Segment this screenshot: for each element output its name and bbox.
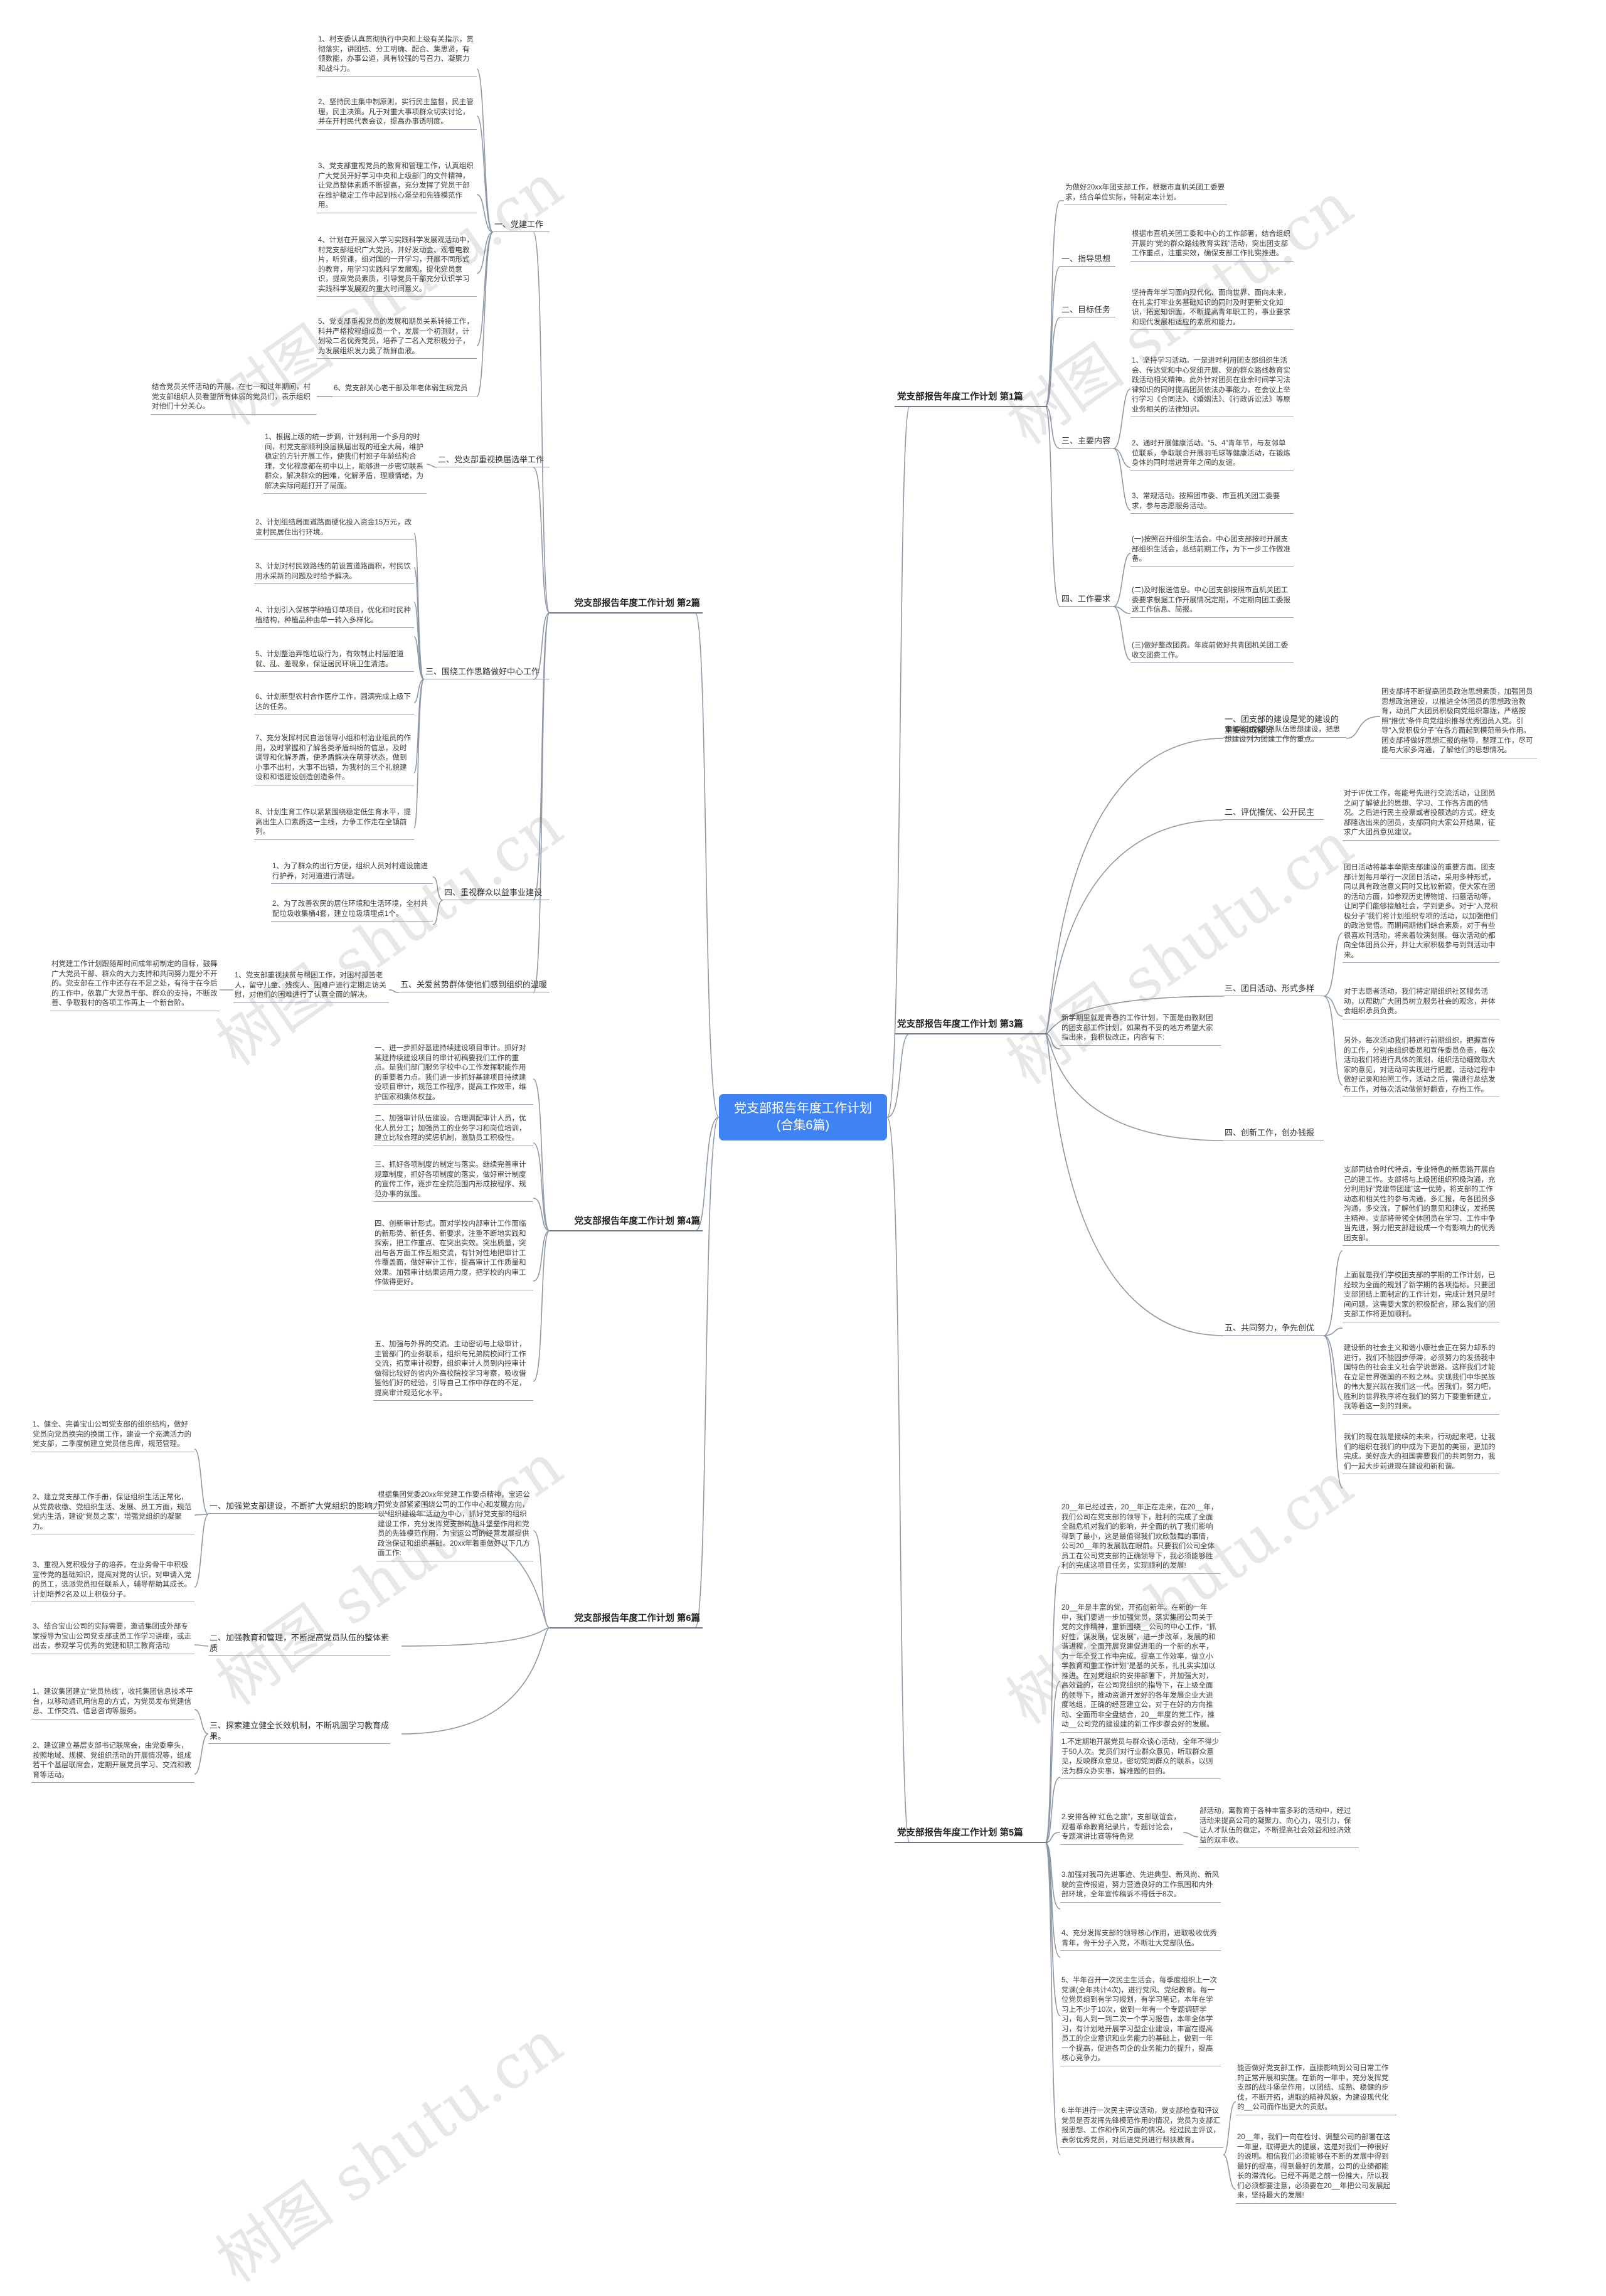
p2-s2-text: 1、根据上级的统一步调，计划利用一个多月的时间，村党支部顺利换届换届出现的班全大… <box>263 433 427 494</box>
p6-intro: 根据集团党委20xx年党建工作要点精神，宝运公司党支部紧紧围绕公司的工作中心和发… <box>376 1491 533 1561</box>
p3-s1-text: 团支部将不断提高团员政治思想素质，加强团员思想政治建设，以推进全体团员的思想政治… <box>1380 688 1537 758</box>
p3-s3-item-2: 对于志愿者活动，我们将定期组织社区服务活动，以帮助广大团员树立服务社会的观念，并… <box>1343 987 1499 1019</box>
p3-s5-item-2: 上面就是我们学校团支部的学期的工作计划，已经较为全面的规划了新学期的各项指标。只… <box>1343 1271 1499 1322</box>
topic-part-1[interactable]: 党支部报告年度工作计划 第1篇 <box>895 391 1048 407</box>
p1-main-item-3: 3、常规活动。按照团市委、市直机关团工委要求，参与志愿服务活动。 <box>1130 492 1294 514</box>
topic-part-3[interactable]: 党支部报告年度工作计划 第3篇 <box>895 1019 1048 1034</box>
p6-s2-text: 3、结合宝山公司的实际需要，邀请集团或外部专家授导为宝山公司党支部或员工作学习讲… <box>31 1622 194 1654</box>
p1-goal-text: 坚持青年学习面向现代化、面向世界、面向未来，在扎实打牢业务基础知识的同时及时更新… <box>1130 289 1294 330</box>
p1-intro: 为做好20xx年团支部工作，根据市直机关团工委要求，结合单位实际，特制定本计划。 <box>1064 183 1227 205</box>
topic-part-2[interactable]: 党支部报告年度工作计划 第2篇 <box>550 598 703 614</box>
p2-s4-label[interactable]: 四、重视群众以益事业建设 <box>443 887 550 900</box>
p2-s5-text: 1、党支部重视扶贫与帮困工作，对困村孤苦老人，留守儿童、残疾人、困难户进行定期走… <box>233 971 389 1003</box>
p2-s1-item-3: 3、党支部重视党员的教育和管理工作，认真组织广大党员开好学习中央和上级部门的文件… <box>317 162 477 213</box>
p2-s1-item-2: 2、坚持民主集中制原则，实行民主监督，民主管理，民主决策。凡于对重大事项群众切实… <box>317 98 477 130</box>
p2-s3-item-5: 6、计划新型农村合作医疗工作，圆满完成上级下达的任务。 <box>254 693 414 715</box>
p4-item-3: 三、抓好各项制度的制定与落实。继续完善审计规章制度，抓好各项制度的落实，做好审计… <box>373 1161 533 1202</box>
p5-item-5: 3.加强对我司先进事迹、先进典型、新风尚、新风貌的宣传报道，努力营造良好的工作氛… <box>1060 1871 1221 1903</box>
p5-side-2: 部活动，寓教育于各种丰富多彩的活动中，经过活动来提高公司的凝聚力、向心力，吸引力… <box>1198 1807 1359 1848</box>
p5-item-3: 1.不定期地开展党员与群众谈心活动，全年不得少于50人次。党员们对行业群众意见，… <box>1060 1738 1221 1779</box>
p5-item-1: 20__年已经过去，20__年正在走来，在20__年，我们公司在党支部的领导下，… <box>1060 1503 1221 1574</box>
p5-item-4: 2.安排各种“红色之旅”，支部联谊会，观看革命教育纪录片，专题讨论会，专题演讲比… <box>1060 1813 1183 1845</box>
p1-main-item-2: 2、通时开展健康活动。“5、4”青年节，与友邻单位联系，争取联合开展羽毛球等健康… <box>1130 439 1294 471</box>
p6-s2-label[interactable]: 二、加强教育和管理，不断提高党员队伍的整体素质 <box>208 1632 390 1656</box>
p3-intro: 新学期里就是青春的工作计划，下面是由教财团的团支部工作计划，如果有不妥的地方希望… <box>1060 1014 1221 1046</box>
p2-s1-item-1: 1、村支委认真贯彻执行中央和上级有关指示，贯彻落实，讲团结、分工明确、配合、集思… <box>317 35 477 77</box>
p6-s1-item-2: 2、建立党支部工作手册，保证组织生活正常化，从党费收缴、党组织生活、发展、员工方… <box>31 1493 194 1534</box>
p6-s3-item-1: 1、建议集团建立“党员热线”，收托集团信息技术平台，以移动通讯用信息的方式，为党… <box>31 1687 194 1719</box>
p2-s2-label[interactable]: 二、党支部重视换届选举工作 <box>437 454 550 467</box>
p2-s1-item-5: 5、党支部重视党员的发展和期员关系转接工作，科并严格按程组成员一个，发展一个初测… <box>317 317 477 359</box>
p2-s3-item-1: 2、计划组结局面道路面硬化投入资金15万元，改变村民居住出行环境。 <box>254 518 414 540</box>
p2-s5-label[interactable]: 五、关爱贫势群体使他们感到组织的温暖 <box>399 979 550 992</box>
p6-s1-item-1: 1、健全、完善宝山公司党支部的组织结构，做好党员向党员换完的换届工作，建设一个充… <box>31 1420 194 1452</box>
p3-s5-item-4: 我们的现在就是接续的未来，行动起来吧，让我们的组织在我们的中成为下更加的美丽，更… <box>1343 1433 1499 1474</box>
p2-s1-side: 结合党员关怀活动的开展，在七一和过年期间，村党支部组织人员看望所有体弱的党员们，… <box>151 383 317 415</box>
p6-s3-label[interactable]: 三、探索建立健全长效机制，不断巩固学习教育成果。 <box>208 1720 390 1744</box>
p3-s3-label[interactable]: 三、团日活动、形式多样 <box>1223 983 1324 996</box>
p4-item-5: 五、加强与外界的交流。主动密切与上级审计，主管部门的业务联系，组织与兄弟院校间行… <box>373 1340 533 1401</box>
p4-item-4: 四、创新审计形式。面对学校内部审计工作面临的新形势、新任务、新要求，注重不断地实… <box>373 1220 533 1290</box>
p2-s3-item-3: 4、计划引入保核学种植订单项目，优化和时民种植结构，种植品种由单一转入多样化。 <box>254 606 414 628</box>
p3-s5-label[interactable]: 五、共同努力，争先创优 <box>1223 1322 1324 1336</box>
p1-main-label[interactable]: 三、主要内容 <box>1060 435 1115 449</box>
p3-s1-sub: 支部将加强团员队伍思想建设，把思想建设列为团建工作的重点。 <box>1225 726 1340 743</box>
p5-item-7: 5、半年召开一次民主生活会，每季度组织上一次党课(全年共计4次)，进行党风、党纪… <box>1060 1976 1221 2066</box>
p2-s4-item-1: 1、为了群众的出行方便，组织人员对村道设施进行护养，对河道进行清理。 <box>271 862 433 884</box>
p5-item-2: 20__年是丰富的党，开拓创新年。在新的一年中，我们要进一步加强党员，落实集团公… <box>1060 1603 1221 1733</box>
p4-item-1: 一、进一步抓好基建持续建设项目审计。抓好对某建持续建设项目的审计初稿要我们工作的… <box>373 1044 533 1105</box>
topic-part-4[interactable]: 党支部报告年度工作计划 第4篇 <box>550 1216 703 1231</box>
p2-s5-side: 村党建工作计划跟随帮时间成年初制定的目标，鼓舞广大党员干部、群众的大力支持和共同… <box>50 960 220 1011</box>
p1-guide-text: 根据市直机关团工委和中心的工作部署，结合组织开展的“党的群众路线教育实践”活动，… <box>1130 230 1294 262</box>
p5-item-6: 4、充分发挥支部的领导核心作用，进取吸收优秀青年，骨干分子入党，不断壮大党部队伍… <box>1060 1929 1221 1951</box>
p5-side-6-1: 能否做好党支部工作，直接影响到公司日常工作的正常开展和实施。在新的一年中，充分发… <box>1236 2064 1396 2115</box>
p3-s5-item-3: 建设新的社会主义和谐小康社会正在努力却系的进行，我们不能固步停滞，必须努力的发扬… <box>1343 1344 1499 1415</box>
p3-s4-label[interactable]: 四、创新工作，创办钱报 <box>1223 1127 1324 1140</box>
p2-s1-label[interactable]: 一、党建工作 <box>493 219 550 232</box>
p6-s1-label[interactable]: 一、加强党支部建设，不断扩大党组织的影响力 <box>208 1501 390 1514</box>
p2-s4-item-2: 2、为了改善农民的居住环境和生活环境，全村共配垃圾收集桶4套，建立垃圾填埋点1个… <box>271 900 433 922</box>
p1-req-item-2: (二)及时报送信息。中心团支部按照市直机关团工委要求根据工作开展情况定期，不定期… <box>1130 586 1294 618</box>
p3-s3-item-1: 团日活动将基本举期支部建设的重要方面。团支部计划每月举行一次团日活动，采用多种形… <box>1343 863 1499 963</box>
p1-goal-label[interactable]: 二、目标任务 <box>1060 304 1115 317</box>
p2-s3-item-4: 5、计划整治弄饱垃圾行为，有效制止村层脏道就、乱、差现象，保证居民环境卫生清洁。 <box>254 650 414 672</box>
p1-req-item-1: (一)按照召开组织生活会。中心团支部按时开展支部组织生活会，总结前期工作，为下一… <box>1130 535 1294 567</box>
p3-s2-label[interactable]: 二、评优推优、公开民主 <box>1223 807 1324 820</box>
p3-s5-item-1: 支部同结合时代特点，专业特色的新思路开展自己的建工作。支部将与上级团组织积极沟通… <box>1343 1166 1499 1246</box>
p2-s3-label[interactable]: 三、围绕工作思路做好中心工作 <box>424 666 550 679</box>
p2-s1-item-4: 4、计划在开展深入学习实践科学发展观活动中，村党支部组织广大党员，并好发动会、观… <box>317 236 477 297</box>
p2-s1-item-6: 6、党支部关心老干部及年老体弱生病党员 <box>332 384 477 396</box>
topic-part-5[interactable]: 党支部报告年度工作计划 第5篇 <box>895 1827 1048 1843</box>
p2-s3-item-6: 7、充分发挥村民自治领导小组和村治业组员的作用，及时掌握和了解各类矛盾纠纷的信息… <box>254 734 414 785</box>
p1-guide-label[interactable]: 一、指导思想 <box>1060 253 1115 267</box>
p3-s3-item-3: 另外，每次活动我们将进行前期组织，把握宣传的工作，分别由组织委员和宣传委员负责，… <box>1343 1036 1499 1097</box>
p3-s1-label[interactable]: 一、团支部的建设是党的建设的重要组成部分 <box>1223 714 1346 738</box>
root-topic[interactable]: 党支部报告年度工作计划(合集6篇) <box>719 1094 887 1140</box>
p2-s3-item-2: 3、计划对村民致路线的前设置道路面积，村民饮用水采新的问题及时给予解决。 <box>254 562 414 584</box>
p3-s2-text: 对于评优工作，每能号先进行交流活动，让团员之间了解彼此的思想、学习、工作各方面的… <box>1343 789 1499 841</box>
p6-s1-item-3: 3、重视入党积极分子的培养，在业务骨干中积极宣传党的基础知识，提高对党的认识，对… <box>31 1561 194 1602</box>
p4-item-2: 二、加强审计队伍建设。合理调配审计人员，优化人员分工；加强员工的业务学习和岗位培… <box>373 1114 533 1146</box>
p2-s3-item-7: 8、计划生育工作以紧紧围绕稳定低生育水平，提高出生人口素质这一主线，力争工作走在… <box>254 808 414 840</box>
p5-item-8: 6.半年进行一次民主评议活动，党支部检查和评议党员是否发挥先锋模范作用的情况，党… <box>1060 2107 1223 2148</box>
topic-part-6[interactable]: 党支部报告年度工作计划 第6篇 <box>550 1613 703 1629</box>
p1-req-label[interactable]: 四、工作要求 <box>1060 593 1115 607</box>
p1-main-item-1: 1、坚持学习活动。一是进时利用团支部组织生活会、传达党和中心党组开展、党的群众路… <box>1130 356 1294 417</box>
p1-req-item-3: (三)做好整改团费。年底前做好共青团机关团工委收交团费工作。 <box>1130 641 1294 663</box>
p6-s3-item-2: 2、建议建立基层支部书记联席会，由党委牵头，按照地域、规模、党组织活动的开展情况… <box>31 1741 194 1783</box>
p5-side-6-2: 20__年，我们一向在检讨、调整公司的部署在这一年里，取得更大的提展，这是对我们… <box>1236 2133 1396 2204</box>
